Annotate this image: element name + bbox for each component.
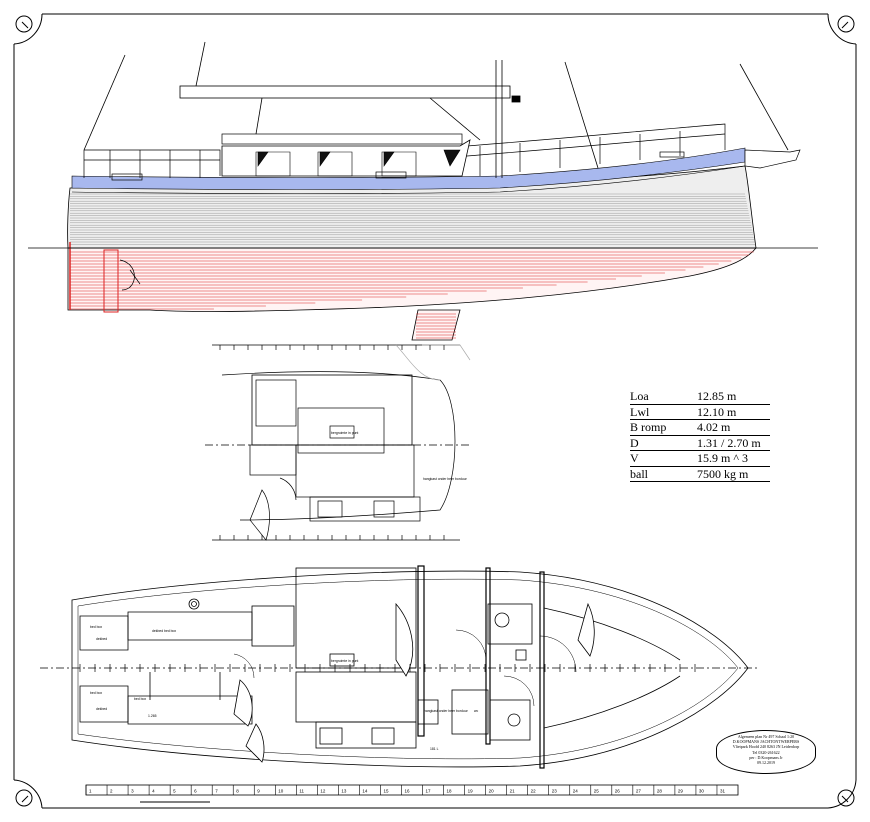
- spec-label: Loa: [630, 389, 649, 403]
- label-locker: hangkast onder beer borduur: [424, 709, 469, 713]
- rig: [83, 41, 789, 178]
- spec-value: 12.10 m: [697, 404, 737, 419]
- keel: [411, 309, 461, 341]
- sheet-frame: [13, 13, 857, 809]
- scale-tick-label: 14: [362, 789, 368, 794]
- scale-tick-label: 28: [657, 789, 663, 794]
- label-tank-1: 1.265: [148, 714, 157, 718]
- spec-row-lwl: Lwl 12.10 m: [630, 404, 770, 420]
- scale-tick-label: 3: [131, 789, 134, 794]
- label-wc: wc: [474, 709, 478, 713]
- underwater-body: [67, 247, 757, 312]
- title-block-line: Algemeen plan Nr 497 Schaal 1:20: [737, 734, 795, 739]
- side-profile: [28, 41, 818, 341]
- accommodation-plan: [40, 565, 760, 769]
- scale-tick-label: 29: [678, 789, 684, 794]
- label-kast2: dekbed: [96, 707, 107, 711]
- accommodation-ticks: [79, 664, 696, 672]
- label-tank-2: 181 L: [430, 747, 439, 751]
- spec-row-volume: V 15.9 m ^ 3: [630, 451, 770, 467]
- scale-tick-label: 12: [320, 789, 326, 794]
- upper-plan-labels: bergruimte in punt hangkast onder beer b…: [331, 431, 468, 481]
- scale-tick-label: 11: [299, 789, 304, 794]
- scale-tick-label: 15: [383, 789, 389, 794]
- spec-value: 4.02 m: [697, 420, 731, 434]
- principal-dimensions-table: Loa 12.85 m Lwl 12.10 m B romp 4.02 m D 1.31…: [630, 389, 770, 482]
- antifouling-lines: [70, 251, 754, 310]
- scale-tick-label: 22: [531, 789, 537, 794]
- spec-row-draft: D 1.31 / 2.70 m: [630, 435, 770, 451]
- title-block-line: D.KOOPMANS JACHTONTWERPERS: [732, 739, 800, 745]
- upper-plan-ticks: [219, 345, 445, 540]
- spec-row-loa: Loa 12.85 m: [630, 389, 770, 405]
- scale-tick-label: 19: [468, 789, 474, 794]
- scale-tick-label: 20: [489, 789, 495, 794]
- scale-tick-label: 2: [110, 789, 113, 794]
- spec-value: 1.31 / 2.70 m: [697, 435, 761, 450]
- upper-pantry-label: bergruimte in punt: [331, 431, 358, 435]
- label-bed-fwd: bed box: [134, 697, 146, 701]
- scale-tick-label: 23: [552, 789, 558, 794]
- deck-house-windows: [255, 149, 461, 177]
- scale-tick-label: 9: [257, 789, 260, 794]
- label-sofa: dekbed: [96, 637, 107, 641]
- title-block-line: Tel 0320-261622: [752, 749, 780, 755]
- scale-tick-label: 25: [594, 789, 600, 794]
- scale-tick-label: 30: [699, 789, 705, 794]
- guard-rails: [83, 123, 726, 178]
- spec-label: V: [630, 451, 639, 465]
- spec-label: B romp: [630, 420, 667, 434]
- accommodation-labels: bed box dekbed dekbed bed box bed box de…: [90, 625, 478, 751]
- title-block-line: per : D.Koopmans Jr: [749, 754, 783, 760]
- scale-tick-label: 7: [215, 789, 218, 794]
- title-block-line: 09.12.2019: [757, 760, 775, 766]
- spec-row-beam: B romp 4.02 m: [630, 420, 770, 436]
- scale-tick-label: 27: [636, 789, 642, 794]
- upper-plan: [205, 344, 471, 541]
- spec-label: ball: [630, 466, 648, 481]
- scale-tick-label: 10: [278, 789, 284, 794]
- scale-tick-label: 5: [173, 789, 176, 794]
- label-pantry: bergruimte in punt: [331, 659, 358, 663]
- scale-tick-label: 17: [426, 789, 432, 794]
- scale-tick-label: 4: [152, 789, 155, 794]
- label-kast: dekbed bed box: [152, 629, 176, 633]
- scale-tick-label: 21: [510, 789, 516, 794]
- deck-house: [221, 139, 471, 177]
- scale-tick-label: 6: [194, 789, 197, 794]
- scale-tick-label: 16: [404, 789, 410, 794]
- upper-locker-label: hangkast onder beer borduur: [423, 477, 468, 481]
- scale-tick-label: 26: [615, 789, 621, 794]
- scale-tick-label: 13: [341, 789, 347, 794]
- label-bed-aft-port: bed box: [90, 625, 102, 629]
- spec-value: 12.85 m: [697, 389, 737, 403]
- title-block-line: Vlietpark Hoofd 240 8263 JN Leiderdorp: [732, 744, 800, 750]
- label-bed-aft-stbd: bed box: [90, 691, 102, 695]
- scale-tick-label: 31: [720, 789, 726, 794]
- scale-tick-label: 1: [89, 789, 92, 794]
- spec-label: D: [630, 435, 639, 450]
- scale-tick-label: 24: [573, 789, 579, 794]
- topside-lines: [70, 193, 756, 245]
- spec-label: Lwl: [630, 404, 650, 419]
- title-block: Algemeen plan Nr 497 Schaal 1:20 D.KOOPM…: [716, 730, 816, 774]
- spec-row-ballast: ball 7500 kg m: [630, 466, 770, 482]
- bow-pulpit: [744, 149, 801, 169]
- rudder: [103, 249, 119, 313]
- spec-value: 15.9 m ^ 3: [697, 451, 748, 465]
- spec-value: 7500 kg m: [697, 466, 749, 481]
- scale-tick-label: 18: [447, 789, 453, 794]
- scale-tick-label: 8: [236, 789, 239, 794]
